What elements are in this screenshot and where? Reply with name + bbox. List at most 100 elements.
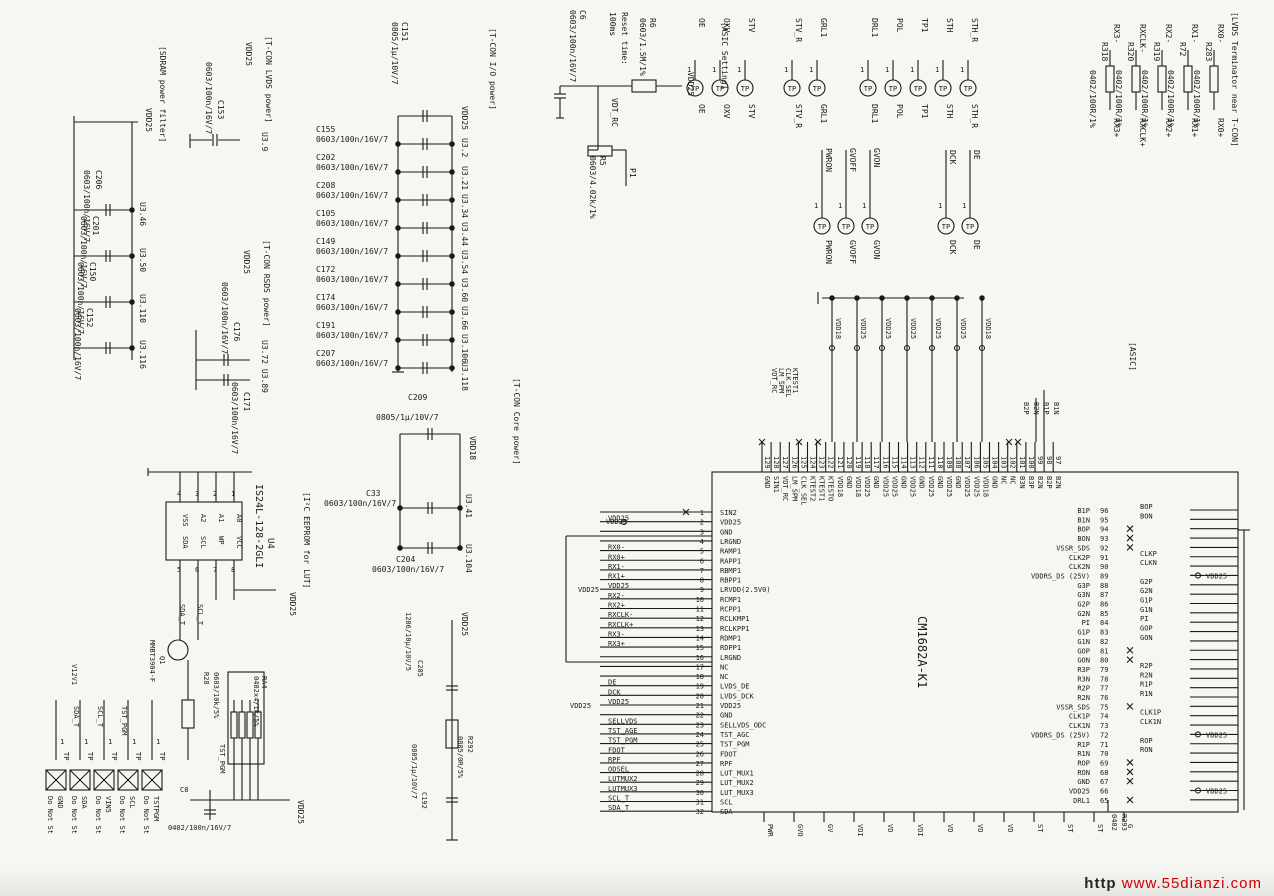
- sdram-cap-ref: C201: [91, 216, 100, 235]
- lvds-vdd: VDD25: [244, 42, 253, 66]
- asic-left-net: RX0-: [608, 544, 625, 552]
- asic-right-net: RON: [1140, 746, 1153, 754]
- asic-pin-num: 114: [900, 456, 908, 469]
- io-cap-pin: U3.34: [460, 194, 469, 218]
- c6-spec: 0603/100n/16V/7: [568, 10, 577, 82]
- io-cap-ref: C191: [316, 321, 335, 330]
- test-point: [859, 79, 877, 97]
- c171-ref: C171: [242, 392, 251, 411]
- tp-net-label: POL: [895, 18, 904, 33]
- asic-pin-num: 67: [1100, 778, 1108, 786]
- asic-right-rail: VDD25: [1206, 731, 1227, 739]
- u4-pin-name: VSS: [181, 514, 189, 527]
- asic-pin-num: 19: [696, 683, 704, 691]
- asic-pin-name: RCLKMP1: [720, 615, 750, 623]
- u4-pin-name: A2: [199, 514, 207, 522]
- asic-pin-name: VSSR_SDS: [1056, 544, 1090, 552]
- io-cap-spec: 0603/100n/16V/7: [316, 191, 388, 200]
- asic-pin-name: SIN1: [772, 476, 780, 493]
- asic-left-net: RX3-: [608, 630, 625, 638]
- asic-pin-num: 32: [696, 808, 704, 816]
- asic-pin-num: 24: [696, 731, 704, 739]
- asic-top-net: LM_SPM: [777, 368, 785, 393]
- asic-pin-name: FDOT: [720, 750, 738, 758]
- c205-ref: C205: [416, 660, 424, 677]
- asic-top-rail: VDD25: [884, 318, 892, 339]
- junction-dot: [879, 295, 885, 301]
- asic-pin-num: 82: [1100, 638, 1108, 646]
- junction-dot: [395, 169, 401, 175]
- rsds-spec: 0603/100n/16V/7: [230, 382, 239, 454]
- asic-top-rail: VDD25: [959, 318, 967, 339]
- asic-pin-num: 112: [918, 456, 926, 469]
- c33-ref: C33: [366, 489, 381, 498]
- tp-pin: 1: [938, 202, 942, 210]
- asic-pin-num: 8: [700, 577, 704, 585]
- asic-pin-num: 127: [781, 456, 789, 469]
- asic-pin-name: LRGND: [720, 538, 741, 546]
- asic-pin-num: 106: [972, 456, 980, 469]
- ra4-outline: [227, 671, 265, 765]
- asic-header: [ASIC]: [1128, 342, 1137, 371]
- asic-right-net: ROP: [1140, 737, 1153, 745]
- asic-pin-name: VDD25: [890, 476, 898, 497]
- tp-label: TP: [866, 223, 874, 231]
- tp-pin: 1: [84, 738, 88, 746]
- asic-left-net: TST_AGE: [608, 727, 638, 735]
- io-cap-spec: 0603/100n/16V/7: [316, 219, 388, 228]
- tp-pin: 1: [962, 202, 966, 210]
- asic-pin-num: 94: [1100, 526, 1108, 534]
- nc-mark: [1126, 702, 1134, 710]
- asic-bottom-stub: VD: [886, 824, 894, 832]
- asic-left-net: SCL_T: [608, 795, 630, 803]
- asic-pin-name: G1P: [1077, 629, 1090, 637]
- u4-pin-num: 6: [195, 566, 199, 574]
- lvds-header: [LVDS Terminator near T-CON]: [1230, 12, 1239, 147]
- rail-terminal: [978, 344, 986, 352]
- v12v1-net: V12V1: [70, 664, 78, 685]
- io-cap-ref: C149: [316, 237, 335, 246]
- tp-pin: 1: [960, 66, 964, 74]
- tp-pin: 1: [935, 66, 939, 74]
- asic-top-right-net: B2P: [1022, 402, 1030, 415]
- ra4-element: [230, 711, 238, 739]
- io-cap-pin: U3.21: [460, 166, 469, 190]
- lvds-net-top: RX2-: [1164, 24, 1173, 43]
- io-cap-pin: U3.106: [460, 334, 469, 363]
- asic-bottom-stub: VD: [1006, 824, 1014, 832]
- asic-pin-num: 123: [818, 456, 826, 469]
- test-point: [736, 79, 754, 97]
- asic-pin-name: GND: [845, 476, 853, 489]
- tp-label: TP: [86, 752, 94, 760]
- nc-mark: [814, 438, 822, 446]
- nc-mark: [1126, 656, 1134, 663]
- watermark-url: www.55dianzi.com: [1121, 875, 1262, 892]
- lvds-res-ref: R320: [1126, 42, 1135, 61]
- nc-mark: [1005, 438, 1013, 446]
- dnp-net-name: TSTPGM: [152, 796, 160, 821]
- site-watermark[interactable]: http www.55dianzi.com: [1084, 875, 1262, 892]
- u4-pin-name: VCC: [235, 536, 243, 549]
- asic-pin-name: TST_AGC: [720, 731, 750, 739]
- tp-net-label: OE: [697, 104, 706, 114]
- dnp-label: Do Not St: [94, 796, 102, 834]
- asic-pin-num: 119: [854, 456, 862, 469]
- u4-vdd: VDD25: [288, 592, 297, 616]
- tp-net-label: STH: [945, 18, 954, 33]
- junction-dot: [449, 365, 455, 371]
- junction-dot: [129, 207, 135, 213]
- asic-pin-num: 31: [696, 799, 704, 807]
- ra4-vdd: VDD25: [296, 800, 305, 824]
- r5-resistor: [587, 145, 613, 157]
- junction-dot: [395, 197, 401, 203]
- sdram-vdd: VDD25: [144, 108, 153, 132]
- asic-pin-num: 78: [1100, 675, 1108, 683]
- test-point: [937, 217, 955, 235]
- tp-net-label: DE: [972, 240, 981, 250]
- asic-bottom-stub: VD: [976, 824, 984, 832]
- junction-dot: [449, 169, 455, 175]
- junction-dot: [395, 309, 401, 315]
- dnp-net-name: GND: [56, 796, 64, 809]
- asic-pin-name: VDD25: [881, 476, 889, 497]
- asic-pin-name: RON: [1077, 769, 1090, 777]
